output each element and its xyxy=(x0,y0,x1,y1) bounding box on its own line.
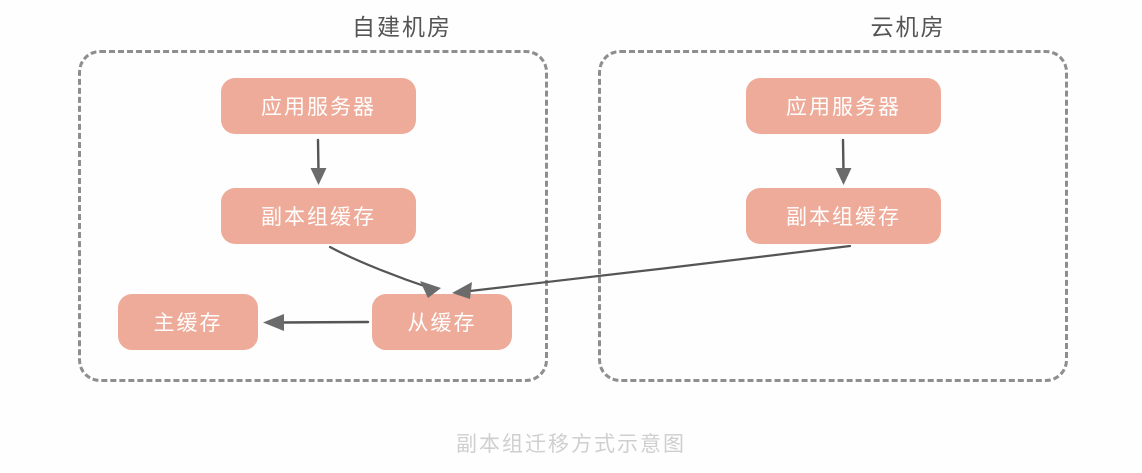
node-cloud-replica-cache[interactable]: 副本组缓存 xyxy=(746,188,941,244)
node-onprem-app-server[interactable]: 应用服务器 xyxy=(221,78,416,134)
node-cloud-app-server[interactable]: 应用服务器 xyxy=(746,78,941,134)
zone-title-cloud: 云机房 xyxy=(870,15,946,41)
node-onprem-replica-cache[interactable]: 副本组缓存 xyxy=(221,188,416,244)
node-onprem-slave-cache[interactable]: 从缓存 xyxy=(372,294,512,350)
node-onprem-master-cache[interactable]: 主缓存 xyxy=(118,294,258,350)
zone-cloud xyxy=(598,50,1068,382)
diagram-caption: 副本组迁移方式示意图 xyxy=(456,432,686,456)
zone-title-on-premise: 自建机房 xyxy=(352,15,452,41)
zone-on-premise xyxy=(78,50,548,382)
